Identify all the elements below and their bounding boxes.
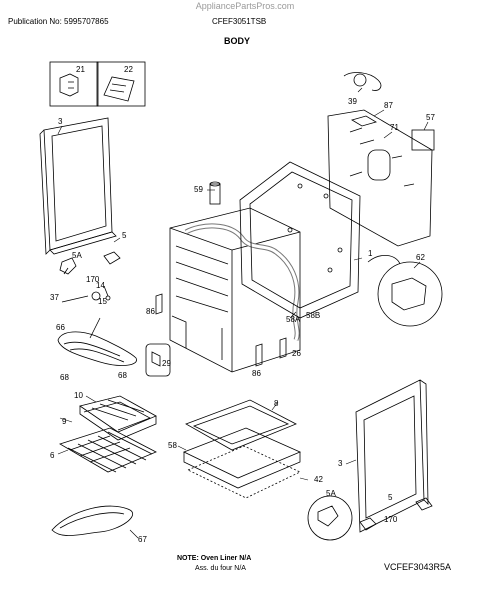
callout-3-lower: 3 <box>338 459 343 468</box>
callout-21: 21 <box>76 65 85 74</box>
oven-cavity-frame <box>169 207 301 373</box>
callout-29: 29 <box>162 359 171 368</box>
callout-59: 59 <box>194 185 203 194</box>
callout-3-upper: 3 <box>58 117 63 126</box>
door-hinge-left <box>59 251 121 275</box>
callout-5-upper: 5 <box>122 231 127 240</box>
small-brackets <box>145 293 287 377</box>
callout-68-left: 68 <box>60 373 69 382</box>
broiler-pan <box>79 395 157 441</box>
note-oven-liner-french: Ass. du four N/A <box>195 565 246 572</box>
bake-element <box>57 317 137 366</box>
callout-87: 87 <box>384 101 393 110</box>
callout-58: 58 <box>168 441 177 450</box>
part-59 <box>209 181 221 205</box>
callout-5a-upper: 5A <box>72 251 82 260</box>
inset-box-21 <box>49 61 99 107</box>
callout-66: 66 <box>56 323 65 332</box>
oven-rack <box>59 427 157 473</box>
small-parts-left <box>61 285 111 303</box>
callout-71: 71 <box>390 123 399 132</box>
model-number: CFEF3051TSB <box>212 17 267 26</box>
oven-door <box>39 117 117 255</box>
broil-element <box>51 505 133 536</box>
inset-box-22 <box>96 61 146 107</box>
callout-1: 1 <box>368 249 373 258</box>
drawing-code: VCFEF3043R5A <box>384 562 452 572</box>
callout-42: 42 <box>314 475 323 484</box>
callout-37: 37 <box>50 293 59 302</box>
callout-10: 10 <box>74 391 83 400</box>
callout-5a-lower: 5A <box>326 489 336 498</box>
callout-22: 22 <box>124 65 133 74</box>
note-oven-liner: NOTE: Oven Liner N/A <box>177 555 252 562</box>
rear-panel <box>239 161 361 319</box>
callout-58a: 58A <box>286 315 301 324</box>
callout-68-right: 68 <box>118 371 127 380</box>
callout-15: 15 <box>98 297 107 306</box>
callout-8: 8 <box>274 399 279 408</box>
callout-39: 39 <box>348 97 357 106</box>
callout-62: 62 <box>416 253 425 262</box>
callout-58b: 58B <box>306 311 320 320</box>
callout-67: 67 <box>138 535 147 544</box>
publication-number: Publication No: 5995707865 <box>8 17 109 26</box>
callout-57: 57 <box>426 113 435 122</box>
callout-86-upper: 86 <box>146 307 155 316</box>
callout-86-lower: 86 <box>252 369 261 378</box>
callout-170-lower: 170 <box>384 515 398 524</box>
drawer-insulation <box>182 427 302 499</box>
back-cover <box>327 109 435 247</box>
door-hinge-right <box>307 495 433 541</box>
leader-lines <box>57 87 429 539</box>
detail-62 <box>367 255 443 327</box>
power-cord <box>343 72 382 91</box>
callout-6: 6 <box>50 451 55 460</box>
storage-door <box>355 379 429 533</box>
callout-26: 26 <box>292 349 301 358</box>
callout-14: 14 <box>96 281 105 290</box>
callout-labels: 21 22 39 87 71 57 3 59 5 1 62 5A 170 14 … <box>50 65 435 544</box>
callout-170-upper: 170 <box>86 275 100 284</box>
callout-5-lower: 5 <box>388 493 393 502</box>
section-title: BODY <box>224 36 251 46</box>
watermark: AppliancePartsPros.com <box>195 1 295 11</box>
callout-9: 9 <box>62 417 67 426</box>
